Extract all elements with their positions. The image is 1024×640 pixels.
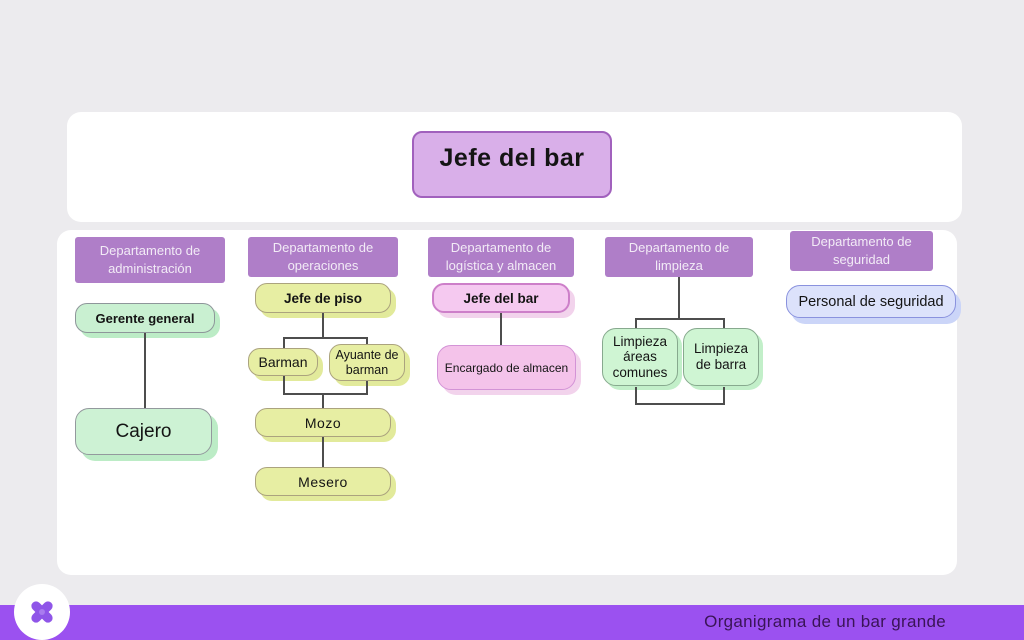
connector-line (283, 376, 285, 393)
connector-line (635, 387, 637, 403)
connector-line (366, 381, 368, 393)
node-limpieza-de-barra: Limpieza de barra (683, 328, 759, 386)
node-limpieza-areas-comunes: Limpieza áreas comunes (602, 328, 678, 386)
connector-line (283, 337, 285, 348)
footer-bar (0, 605, 1024, 640)
node-mesero: Mesero (255, 467, 391, 496)
dept-header-seguridad: Departamento de seguridad (790, 231, 933, 271)
node-gerente-general: Gerente general (75, 303, 215, 333)
node-jefe-del-bar-root: Jefe del bar (412, 131, 612, 198)
node-jefe-del-bar-logistica: Jefe del bar (432, 283, 570, 313)
dept-header-limpieza: Departamento de limpieza (605, 237, 753, 277)
connector-line (723, 318, 725, 328)
node-mozo: Mozo (255, 408, 391, 437)
dept-header-logistica-almacen: Departamento de logística y almacen (428, 237, 574, 277)
brand-logo (14, 584, 70, 640)
node-cajero: Cajero (75, 408, 212, 455)
connector-line (635, 318, 725, 320)
node-jefe-de-piso: Jefe de piso (255, 283, 391, 313)
connector-line (322, 393, 324, 408)
x-bowtie-logo-icon (25, 595, 59, 629)
connector-line (322, 437, 324, 467)
dept-header-operaciones: Departamento de operaciones (248, 237, 398, 277)
footer-title: Organigrama de un bar grande (704, 612, 946, 631)
connector-line (500, 313, 502, 345)
node-personal-de-seguridad: Personal de seguridad (786, 285, 956, 318)
node-ayuante-de-barman: Ayuante de barman (329, 344, 405, 381)
node-barman: Barman (248, 348, 318, 376)
connector-line (723, 387, 725, 403)
node-encargado-de-almacen: Encargado de almacen (437, 345, 576, 390)
connector-line (144, 333, 146, 408)
connector-line (366, 337, 368, 344)
connector-line (283, 337, 368, 339)
connector-line (635, 403, 725, 405)
connector-line (322, 313, 324, 337)
connector-line (283, 393, 368, 395)
dept-header-administracion: Departamento de administración (75, 237, 225, 283)
connector-line (678, 277, 680, 318)
connector-line (635, 318, 637, 328)
